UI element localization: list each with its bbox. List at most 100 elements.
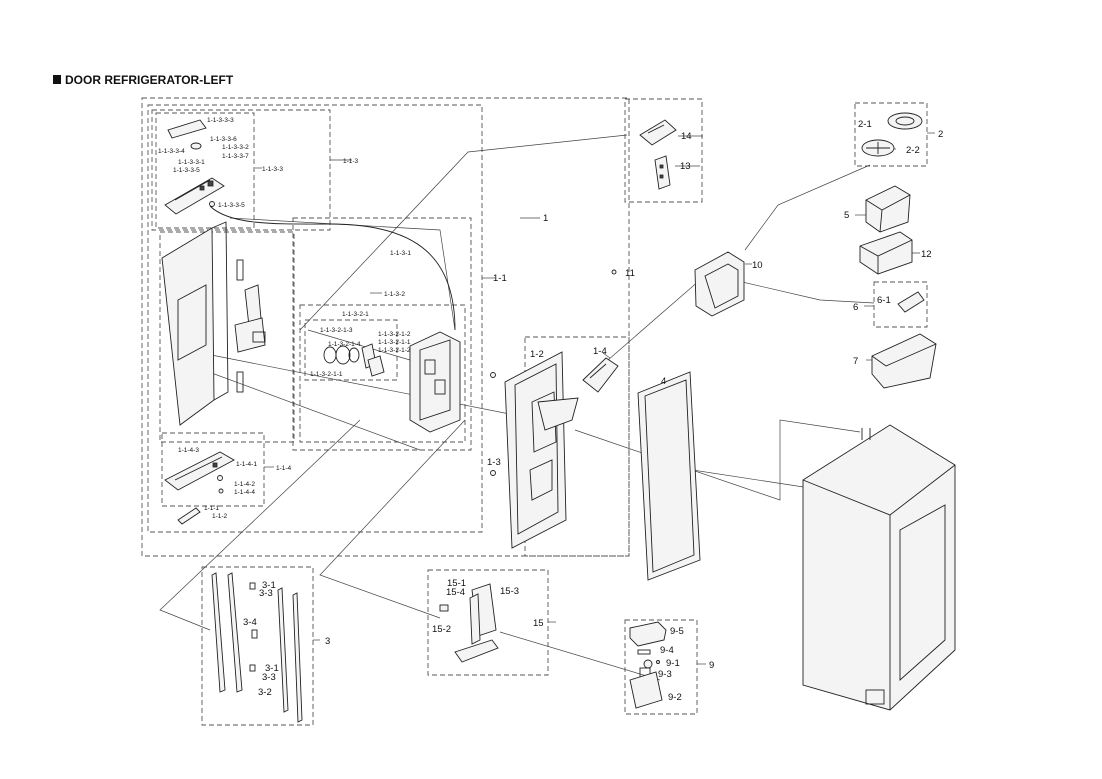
label-1-1-3-3-1: 1-1-3-3-1: [178, 159, 205, 166]
label-3-3b: 3-3: [262, 672, 276, 683]
fridge-cabinet: [802, 424, 956, 711]
group-box-9: [624, 619, 698, 715]
label-1-1-4-2: 1-1-4-2: [234, 481, 255, 488]
group-box-1-1-3-2: [292, 217, 472, 451]
label-1: 1: [543, 213, 548, 224]
door-liner-panel: [161, 221, 244, 426]
label-15-2: 15-2: [432, 624, 451, 635]
bin-5: [865, 185, 911, 233]
label-3-3a: 3-3: [259, 588, 273, 599]
label-15-3: 15-3: [500, 586, 519, 597]
label-1-1-3-2-1-1: 1-1-3-2-1-1: [378, 339, 411, 346]
label-1-1-3-3-2: 1-1-3-3-2: [222, 144, 249, 151]
label-1-1-3-2: 1-1-3-2: [384, 291, 405, 298]
label-9-5: 9-5: [670, 626, 684, 637]
label-14: 14: [681, 131, 692, 142]
group-box-15: [427, 569, 549, 676]
label-9-2: 9-2: [668, 692, 682, 703]
label-1-1-3-1: 1-1-3-1: [390, 250, 411, 257]
bracket-10: [694, 251, 745, 317]
label-1-3: 1-3: [487, 457, 501, 468]
group-box-6: [873, 281, 928, 328]
label-1-1-3-2-1: 1-1-3-2-1: [342, 311, 369, 318]
label-1-1-3-3-5b: 1-1-3-3-5: [218, 202, 245, 209]
label-1-1-4: 1-1-4: [276, 465, 292, 472]
dispenser-cover-frame: [490, 351, 579, 549]
label-1-1-3-3-5a: 1-1-3-3-5: [173, 167, 200, 174]
cap-rings: [861, 112, 923, 157]
motor-ring-parts: [323, 343, 385, 377]
label-1-1-3-2-1-4: 1-1-3-2-1-4: [328, 341, 361, 348]
label-3: 3: [325, 636, 330, 647]
door-gasket: [637, 371, 701, 581]
leader-lines: [159, 122, 935, 681]
door-strips: [211, 572, 303, 723]
tray-7: [871, 333, 937, 389]
label-1-1-3-3: 1-1-3-3: [262, 166, 283, 173]
funnel-part: [582, 357, 619, 393]
upper-cover-parts: [164, 119, 331, 225]
label-1-1-3-3-3: 1-1-3-3-3: [207, 117, 234, 124]
label-2-2: 2-2: [906, 145, 920, 156]
group-box-3: [201, 566, 314, 726]
label-15-1: 15-1: [447, 578, 466, 589]
label-1-1-3-3-7: 1-1-3-3-7: [222, 153, 249, 160]
label-3-1b: 3-1: [265, 663, 279, 674]
group-box-1-1-3: [151, 109, 331, 231]
label-3-2: 3-2: [258, 687, 272, 698]
label-1-1-3-2-1-3: 1-1-3-2-1-3: [320, 327, 353, 334]
group-box-1: [141, 97, 630, 557]
part-labels: 1 1-1 1-1-3 1-1-3-3 1-1-3-3-3 1-1-3-3-6 …: [158, 117, 943, 703]
label-11: 11: [625, 268, 635, 279]
lower-cover-parts: [164, 451, 235, 525]
label-9-3: 9-3: [658, 669, 672, 680]
label-1-4: 1-4: [593, 346, 607, 357]
label-1-1-4-1: 1-1-4-1: [236, 461, 257, 468]
label-1-1-3-2-1-2: 1-1-3-2-1-2: [378, 331, 411, 338]
label-12: 12: [921, 249, 932, 260]
label-7: 7: [853, 356, 858, 367]
label-1-1-1: 1-1-1: [204, 505, 220, 512]
label-15: 15: [533, 618, 544, 629]
label-1-1: 1-1: [493, 273, 507, 284]
pin-11: [611, 269, 617, 275]
label-15-4: 15-4: [446, 587, 465, 598]
label-3-1a: 3-1: [262, 580, 276, 591]
diagram-title: DOOR REFRIGERATOR-LEFT: [65, 73, 234, 87]
label-1-1-3-2-1-2b: 1-1-3-2-1-2: [378, 347, 411, 354]
ice-chute-parts: [439, 583, 499, 663]
label-1-1-3-3-6a: 1-1-3-3-6: [210, 136, 237, 143]
label-2: 2: [938, 129, 943, 140]
label-9-1: 9-1: [666, 658, 680, 669]
label-6-1: 6-1: [877, 295, 891, 306]
label-3-4: 3-4: [243, 617, 257, 628]
label-1-1-2: 1-1-2: [212, 513, 228, 520]
label-1-1-4-3: 1-1-4-3: [178, 447, 199, 454]
group-box-14: [624, 98, 703, 203]
label-1-1-3-3-4: 1-1-3-3-4: [158, 148, 185, 155]
label-4: 4: [661, 376, 666, 387]
group-box-1-1-3-inner: [159, 231, 295, 443]
label-10: 10: [752, 260, 763, 271]
label-9-4: 9-4: [660, 645, 674, 656]
label-6: 6: [853, 302, 858, 313]
group-box-1-1-4: [161, 432, 265, 507]
hinge-parts: [639, 119, 677, 190]
title-bullet: [53, 75, 61, 84]
label-1-1-3-2-1-1b: 1-1-3-2-1-1: [310, 371, 343, 378]
label-5: 5: [844, 210, 849, 221]
label-1-1-4-4: 1-1-4-4: [234, 489, 255, 496]
label-1-1-3: 1-1-3: [343, 158, 359, 165]
label-1-2: 1-2: [530, 349, 544, 360]
label-13: 13: [680, 161, 691, 172]
group-box-1-1-3-2-1: [299, 304, 466, 443]
label-2-1: 2-1: [858, 119, 872, 130]
group-box-1-1-3-2-1-sub: [304, 319, 398, 381]
label-9: 9: [709, 660, 714, 671]
group-box-2: [854, 102, 928, 167]
group-box-1-1: [147, 104, 483, 533]
bin-12: [859, 231, 913, 275]
dispenser-housing: [329, 223, 461, 433]
dispenser-lever-assy: [234, 284, 266, 353]
